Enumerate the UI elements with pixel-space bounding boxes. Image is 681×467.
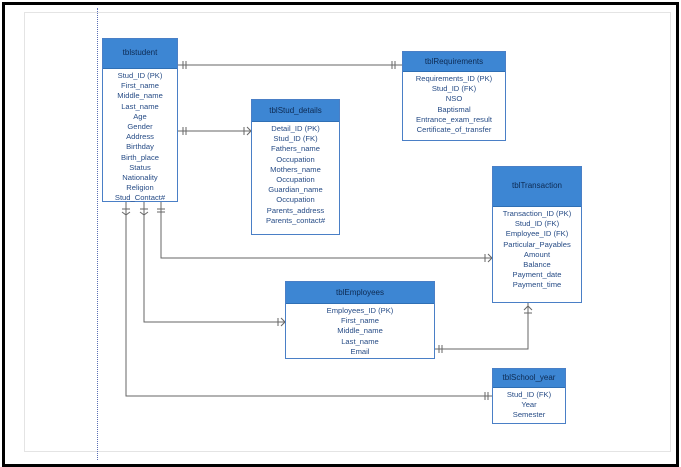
field-student-4: Age	[133, 111, 147, 121]
field-transaction-1: Stud_ID (FK)	[514, 219, 560, 229]
field-requirements-1: Stud_ID (FK)	[431, 84, 477, 94]
field-employees-0: Employees_ID (PK)	[326, 306, 394, 315]
table-employees: tblEmployees Employees_ID (PK)First_name…	[285, 281, 435, 359]
field-stud-details-1: Stud_ID (FK)	[273, 134, 318, 144]
table-transaction: tblTransaction Transaction_ID (PK)Stud_I…	[492, 166, 582, 303]
field-requirements-4: Entrance_exam_result	[416, 114, 492, 124]
field-transaction-0: Transaction_ID (PK)	[502, 209, 572, 218]
table-stud-details-header: tblStud_details	[252, 100, 339, 122]
field-stud-details-8: Parents_address	[266, 205, 325, 215]
table-employees-header: tblEmployees	[286, 282, 434, 304]
field-school-year-2: Semester	[512, 410, 546, 420]
page-guide-line	[97, 8, 98, 460]
field-student-3: Last_name	[121, 101, 159, 111]
field-employees-1: First_name	[341, 316, 379, 326]
field-employees-4: Email	[350, 346, 370, 356]
field-stud-details-7: Occupation	[276, 195, 315, 205]
field-employees-2: Middle_name	[337, 326, 383, 336]
field-stud-details-9: Parents_contact#	[265, 215, 326, 225]
field-transaction-2: Employee_ID (FK)	[505, 229, 569, 239]
field-requirements-0: Requirements_ID (PK)	[415, 74, 493, 83]
field-student-7: Birthday	[126, 142, 154, 152]
field-transaction-6: Payment_date	[512, 270, 562, 280]
field-employees-3: Last_name	[341, 336, 379, 346]
field-stud-details-6: Guardian_name	[268, 185, 323, 195]
field-student-11: Religion	[126, 183, 154, 193]
field-stud-details-4: Mothers_name	[270, 164, 321, 174]
field-student-12: Stud_Contact#	[114, 193, 166, 203]
field-stud-details-2: Fathers_name	[271, 144, 320, 154]
field-transaction-7: Payment_time	[512, 280, 562, 290]
field-student-0: Stud_ID (PK)	[117, 71, 163, 80]
field-transaction-5: Balance	[523, 260, 551, 270]
field-stud-details-3: Occupation	[276, 154, 315, 164]
field-requirements-3: Baptismal	[437, 104, 471, 114]
table-requirements-header: tblRequirements	[403, 52, 505, 72]
field-student-10: Nationality	[122, 173, 158, 183]
table-school-year-header: tblSchool_year	[493, 369, 565, 388]
field-student-5: Gender	[127, 122, 153, 132]
field-transaction-4: Amount	[523, 249, 551, 259]
field-school-year-1: Year	[521, 400, 537, 410]
field-stud-details-5: Occupation	[276, 175, 315, 185]
table-transaction-fields: Transaction_ID (PK)Stud_ID (FK)Employee_…	[493, 207, 581, 291]
field-student-2: Middle_name	[117, 91, 163, 101]
field-transaction-3: Particular_Payables	[503, 239, 571, 249]
field-student-8: Birth_place	[121, 152, 159, 162]
table-stud-details: tblStud_details Detail_ID (PK)Stud_ID (F…	[251, 99, 340, 235]
field-requirements-2: NSO	[445, 94, 463, 104]
field-student-9: Status	[129, 162, 151, 172]
table-student-header: tblstudent	[103, 39, 177, 69]
field-student-1: First_name	[121, 81, 159, 91]
field-stud-details-0: Detail_ID (PK)	[271, 124, 320, 133]
table-requirements: tblRequirements Requirements_ID (PK)Stud…	[402, 51, 506, 141]
field-student-6: Address	[126, 132, 154, 142]
table-transaction-header: tblTransaction	[493, 167, 581, 207]
field-school-year-0: Stud_ID (FK)	[506, 390, 552, 399]
field-requirements-5: Certificate_of_transfer	[416, 125, 492, 135]
